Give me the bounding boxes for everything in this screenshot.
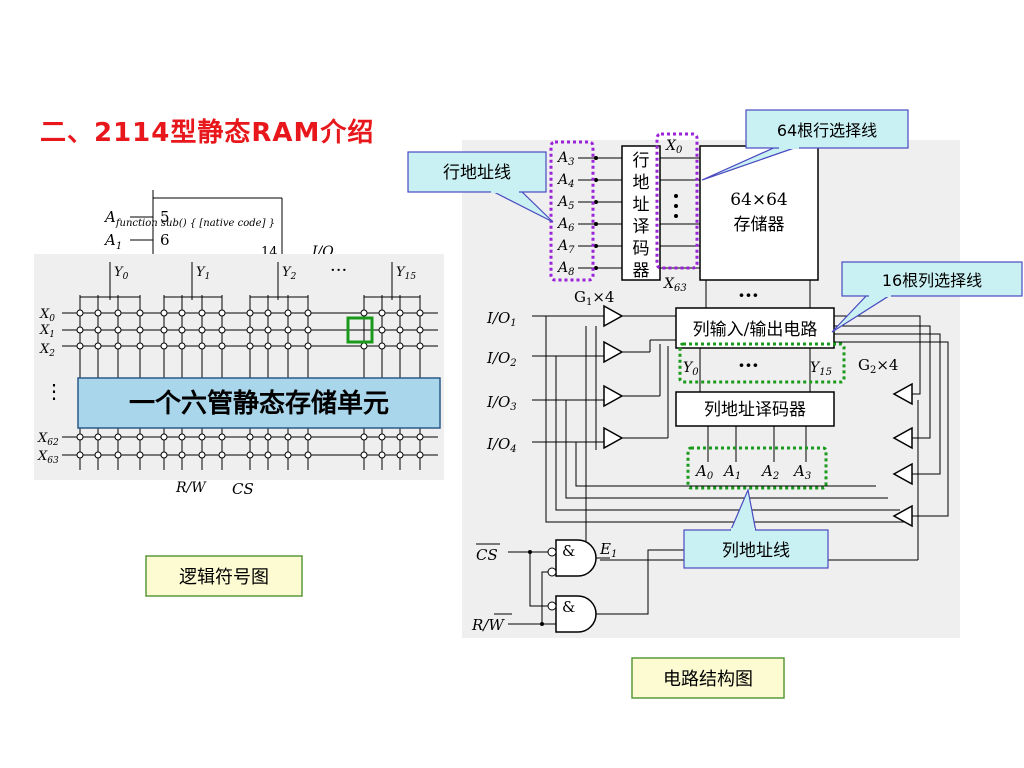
svg-text:器: 器	[633, 261, 650, 281]
caption-circuit: 电路结构图	[663, 669, 753, 690]
col-io-label: 列输入/输出电路	[693, 320, 818, 340]
logic-symbol-diagram: Afunction sub() { [native code] } A1 5 6…	[34, 190, 444, 498]
row-select-highlight	[655, 132, 699, 270]
logic-pin-6: 6	[160, 231, 170, 249]
y-ellipsis: ···	[330, 260, 347, 281]
logic-cs-label: CS	[232, 480, 254, 498]
svg-text:16根列选择线: 16根列选择线	[882, 271, 982, 290]
x-vdots: ⋮	[44, 379, 64, 403]
g2-label: G2×4	[858, 356, 898, 376]
col-select-highlight	[678, 342, 846, 384]
svg-text:码: 码	[633, 239, 650, 259]
six-transistor-banner	[77, 377, 441, 429]
col-io-box	[675, 307, 835, 349]
y-ellipsis-circuit: ···	[738, 353, 759, 377]
caption-logic-symbol: 逻辑符号图	[179, 567, 269, 588]
svg-text:译: 译	[633, 217, 650, 237]
g2-buffers	[892, 382, 913, 528]
svg-text:行地址线: 行地址线	[443, 163, 511, 183]
svg-text:行: 行	[633, 151, 650, 171]
col-select-ellipsis: ···	[738, 283, 759, 307]
col-decoder-label: 列地址译码器	[704, 400, 806, 420]
g1-label: G1×4	[574, 288, 614, 308]
memory-array-label: 存储器	[734, 215, 785, 235]
svg-text:址: 址	[633, 195, 650, 215]
memory-array-size: 64×64	[730, 190, 788, 210]
memory-array-box	[699, 145, 819, 281]
col-address-highlight	[686, 446, 828, 490]
g1-buffers	[603, 304, 624, 450]
callout-row-address: 行地址线	[407, 151, 554, 223]
svg-text:地: 地	[633, 173, 650, 193]
caption-logic-symbol-box	[145, 555, 303, 597]
cs-input-label: CS	[476, 546, 498, 564]
callout-col-address: 列地址线	[683, 487, 829, 569]
io-labels: I/O1 I/O2 I/O3 I/O4	[486, 309, 517, 455]
row-address-highlight	[549, 140, 595, 282]
col-decoder-box	[675, 391, 835, 427]
svg-text:I/O2: I/O2	[486, 349, 517, 369]
highlighted-cell	[346, 316, 374, 344]
logic-pin-5: 5	[160, 208, 170, 226]
callout-col-select: 16根列选择线	[831, 261, 1023, 333]
svg-text:I/O4: I/O4	[486, 435, 517, 455]
and-gate-1: &	[547, 539, 597, 577]
svg-text:64根行选择线: 64根行选择线	[777, 121, 877, 140]
rw-input-label: R/W	[471, 616, 505, 634]
row-decoder-label: 行 地 址 译 码 器	[633, 151, 650, 281]
svg-text:I/O3: I/O3	[486, 393, 517, 413]
memory-matrix-panel	[34, 254, 444, 480]
logic-rw-label: R/W	[175, 480, 207, 496]
six-transistor-label: 一个六管静态存储单元	[129, 388, 389, 419]
caption-circuit-box	[631, 657, 785, 699]
and-gate-2: &	[547, 595, 597, 633]
svg-text:I/O1: I/O1	[486, 309, 517, 329]
svg-text:&: &	[562, 542, 575, 560]
row-select-vdots	[674, 194, 678, 218]
svg-text:列地址线: 列地址线	[722, 541, 790, 561]
callout-row-select: 64根行选择线	[701, 109, 909, 181]
row-decoder-box	[621, 145, 661, 281]
cell-dots	[76, 309, 424, 459]
svg-text:&: &	[562, 598, 575, 616]
slide-title: 二、2114型静态RAM介绍	[40, 118, 375, 148]
logic-addr-a1: A1	[103, 231, 122, 252]
